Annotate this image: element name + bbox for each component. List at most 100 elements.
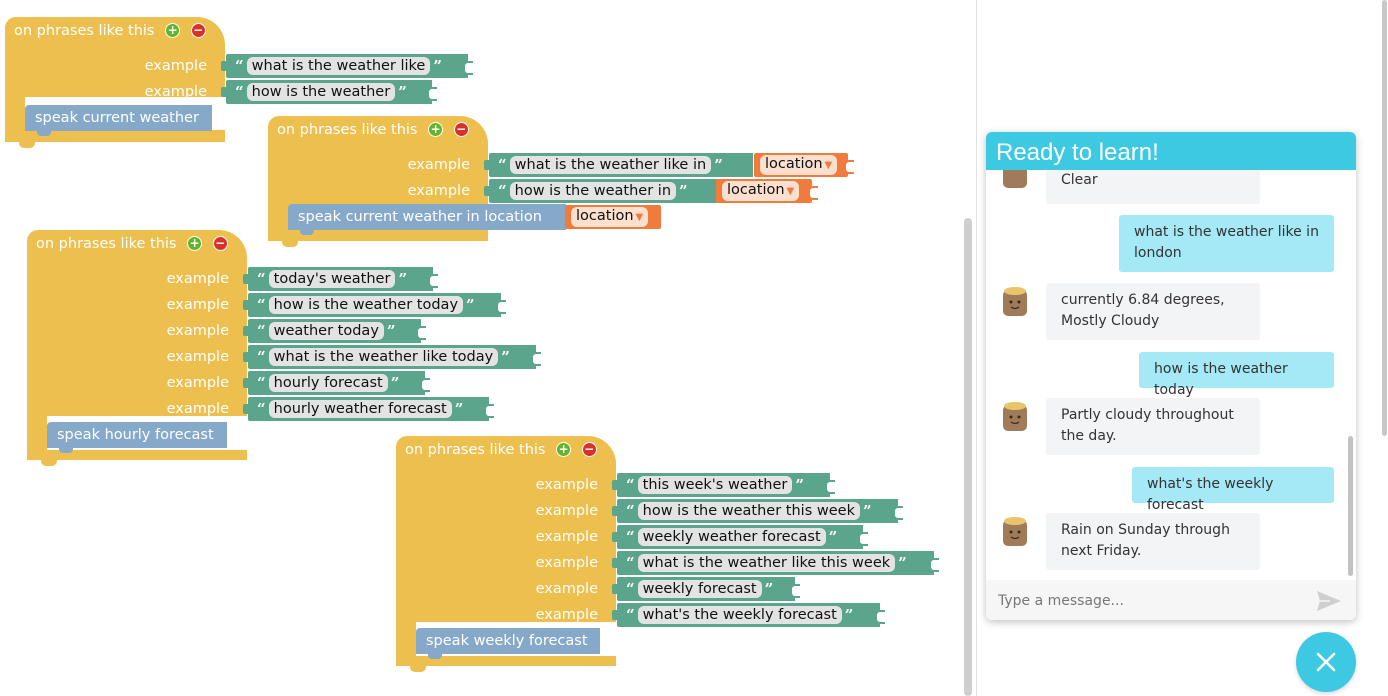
text-block[interactable]: “weekly weather forecast” <box>612 525 868 549</box>
plus-circle-icon[interactable]: + <box>165 22 181 38</box>
example-label: example <box>535 607 598 623</box>
example-label: example <box>166 375 229 391</box>
text-block[interactable]: “what is the weather like” <box>221 54 473 78</box>
speak-hourly-forecast-block[interactable]: speak hourly forecast <box>47 422 227 453</box>
robot-avatar-icon <box>1003 402 1027 431</box>
minus-circle-icon[interactable]: − <box>190 22 206 38</box>
minus-circle-icon[interactable]: − <box>212 235 228 251</box>
text-block[interactable]: “what is the weather like in” <box>484 153 753 177</box>
bot-message: Clear <box>1046 170 1260 204</box>
blockly-workspace[interactable]: on phrases like this + − example example… <box>0 0 976 696</box>
text-block[interactable]: “how is the weather in” <box>484 179 717 203</box>
page-scrollbar-thumb[interactable] <box>1382 0 1387 436</box>
text-block[interactable]: “what is the weather like this week” <box>612 551 939 575</box>
event-block-header: on phrases like this + − <box>27 230 247 258</box>
example-label: example <box>535 555 598 571</box>
example-label: example <box>166 297 229 313</box>
event-block-header: on phrases like this + − <box>396 436 616 464</box>
example-label: example <box>407 183 470 199</box>
location-variable-block[interactable]: location▼ <box>754 153 854 177</box>
event-block-label: on phrases like this <box>405 442 546 458</box>
workspace-scrollbar-thumb[interactable] <box>964 218 972 696</box>
bot-message: Rain on Sunday through next Friday. <box>1046 513 1260 570</box>
chat-title: Ready to learn! <box>986 132 1356 170</box>
robot-avatar-icon <box>1003 170 1027 188</box>
location-variable-block[interactable]: location▼ <box>716 179 818 203</box>
user-message: what's the weekly forecast <box>1132 467 1334 513</box>
phrase-text[interactable]: what is the weather like <box>246 57 431 75</box>
action-label: speak current weather <box>35 110 199 126</box>
variable-dropdown[interactable]: location▼ <box>760 154 838 175</box>
dropdown-arrow-icon: ▼ <box>635 211 644 223</box>
text-block[interactable]: “weekly forecast” <box>612 577 800 601</box>
close-chat-button[interactable] <box>1296 632 1356 692</box>
text-block[interactable]: “hourly weather forecast” <box>243 397 494 421</box>
send-icon[interactable] <box>1316 590 1342 612</box>
phrase-text[interactable]: how is the weather in <box>509 182 677 200</box>
speak-weekly-forecast-block[interactable]: speak weekly forecast <box>416 628 600 659</box>
example-label: example <box>166 323 229 339</box>
example-label: example <box>144 84 207 100</box>
phrase-text[interactable]: hourly forecast <box>268 374 388 392</box>
event-block-label: on phrases like this <box>36 236 177 252</box>
chat-messages[interactable]: Clear what is the weather like in london… <box>986 170 1356 580</box>
text-block[interactable]: “today's weather” <box>243 267 438 291</box>
text-block[interactable]: “hourly forecast” <box>243 371 430 395</box>
action-label: speak weekly forecast <box>426 633 588 649</box>
minus-circle-icon[interactable]: − <box>453 121 469 137</box>
location-variable-block[interactable]: location▼ <box>565 205 661 229</box>
event-block-label: on phrases like this <box>277 122 418 138</box>
robot-avatar-icon <box>1003 287 1027 316</box>
example-label: example <box>535 581 598 597</box>
event-block-header: on phrases like this + − <box>5 17 225 45</box>
bot-message: Partly cloudy throughout the day. <box>1046 398 1260 455</box>
action-label: speak current weather in location <box>298 209 542 225</box>
text-block[interactable]: “how is the weather today” <box>243 293 506 317</box>
event-block-label: on phrases like this <box>14 23 155 39</box>
message-input[interactable] <box>996 588 1300 614</box>
phrase-text[interactable]: weather today <box>268 322 384 340</box>
speak-current-weather-in-location-block[interactable]: speak current weather in location <box>288 204 566 235</box>
dropdown-arrow-icon: ▼ <box>786 185 795 197</box>
chat-composer <box>986 580 1356 620</box>
variable-dropdown[interactable]: location▼ <box>722 180 800 201</box>
phrase-text[interactable]: what is the weather like this week <box>637 554 896 572</box>
phrase-text[interactable]: what's the weekly forecast <box>637 606 842 624</box>
phrase-text[interactable]: what is the weather like today <box>268 348 499 366</box>
close-icon <box>1316 652 1336 672</box>
text-block[interactable]: “what is the weather like today” <box>243 345 541 369</box>
speak-current-weather-block[interactable]: speak current weather <box>25 105 212 136</box>
example-label: example <box>144 58 207 74</box>
chat-panel: Ready to learn! Clear what is the weathe… <box>986 132 1356 620</box>
example-label: example <box>166 401 229 417</box>
action-label: speak hourly forecast <box>57 427 214 443</box>
text-block[interactable]: “weather today” <box>243 319 426 343</box>
bot-message: currently 6.84 degrees, Mostly Cloudy <box>1046 283 1260 340</box>
user-message: how is the weather today <box>1139 352 1334 398</box>
user-message: what is the weather like in london <box>1119 215 1334 272</box>
phrase-text[interactable]: how is the weather <box>246 83 396 101</box>
plus-circle-icon[interactable]: + <box>428 121 444 137</box>
text-block[interactable]: “this week's weather” <box>612 473 835 497</box>
text-block[interactable]: “what's the weekly forecast” <box>612 603 885 627</box>
chat-scrollbar-thumb[interactable] <box>1348 436 1353 576</box>
phrase-text[interactable]: how is the weather today <box>268 296 464 314</box>
phrase-text[interactable]: what is the weather like in <box>509 156 712 174</box>
example-label: example <box>535 477 598 493</box>
plus-circle-icon[interactable]: + <box>187 235 203 251</box>
text-block[interactable]: “how is the weather” <box>221 80 437 104</box>
variable-dropdown[interactable]: location▼ <box>571 206 649 227</box>
phrase-text[interactable]: how is the weather this week <box>637 502 860 520</box>
robot-avatar-icon <box>1003 517 1027 546</box>
phrase-text[interactable]: weekly forecast <box>637 580 762 598</box>
phrase-text[interactable]: this week's weather <box>637 476 793 494</box>
text-block[interactable]: “how is the weather this week” <box>612 499 903 523</box>
phrase-text[interactable]: weekly weather forecast <box>637 528 826 546</box>
event-block-header: on phrases like this + − <box>268 116 488 144</box>
phrase-text[interactable]: today's weather <box>268 270 396 288</box>
phrase-text[interactable]: hourly weather forecast <box>268 400 452 418</box>
minus-circle-icon[interactable]: − <box>581 441 597 457</box>
example-label: example <box>535 529 598 545</box>
plus-circle-icon[interactable]: + <box>556 441 572 457</box>
example-label: example <box>166 271 229 287</box>
